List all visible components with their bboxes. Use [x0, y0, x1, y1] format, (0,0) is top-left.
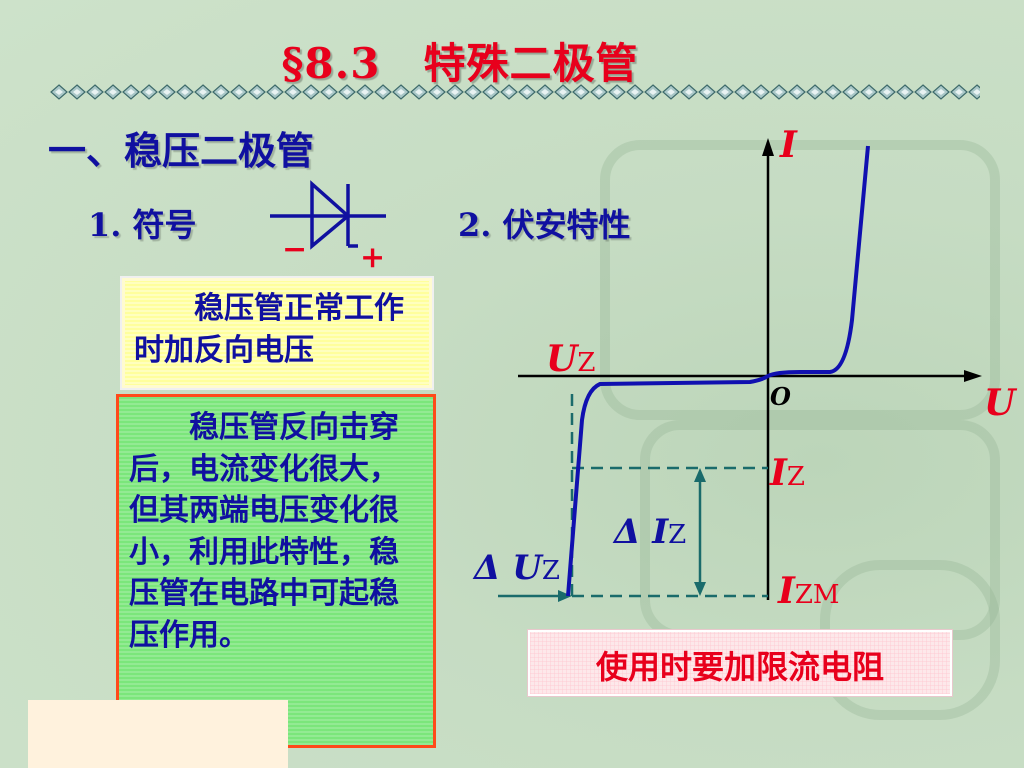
symbol-label: 1. 符号 — [88, 206, 197, 244]
note-current-limit-resistor: 使用时要加限流电阻 — [528, 630, 952, 696]
zener-voltage-label: UZ — [546, 338, 595, 380]
decorative-bar — [28, 700, 288, 768]
note-reverse-voltage-text: 稳压管正常工作时加反向电压 — [134, 291, 404, 368]
delta-voltage-symbol: Δ U — [474, 548, 542, 588]
slide-title: §8.3 特殊二极管 — [281, 39, 639, 88]
plus-terminal: + — [360, 240, 386, 275]
delta-current-label: Δ IZ — [614, 512, 686, 552]
decorative-divider — [50, 84, 980, 100]
zener-current-symbol: I — [770, 452, 787, 494]
background-decoration — [600, 140, 1000, 420]
note-breakdown: 稳压管反向击穿后，电流变化很大，但其两端电压变化很小，利用此特性，稳压管在电路中… — [116, 394, 436, 748]
delta-current-symbol: Δ I — [614, 512, 669, 552]
zener-current-subscript: Z — [786, 462, 805, 492]
characteristic-label: 2. 伏安特性 — [458, 206, 631, 244]
current-axis-label: I — [780, 124, 797, 166]
delta-voltage-subscript: Z — [541, 556, 560, 586]
max-zener-current-label: IZM — [778, 570, 840, 612]
note-breakdown-text: 稳压管反向击穿后，电流变化很大，但其两端电压变化很小，利用此特性，稳压管在电路中… — [129, 410, 399, 653]
zener-voltage-subscript: Z — [577, 348, 596, 378]
delta-current-subscript: Z — [668, 520, 687, 550]
max-zener-current-subscript: ZM — [794, 580, 840, 610]
note-reverse-voltage: 稳压管正常工作时加反向电压 — [120, 276, 434, 390]
zener-current-label: IZ — [770, 452, 805, 494]
section-heading: 一、稳压二极管 — [48, 128, 315, 173]
max-zener-current-symbol: I — [778, 570, 795, 612]
note-current-limit-resistor-text: 使用时要加限流电阻 — [595, 648, 884, 686]
voltage-axis-label: U — [984, 382, 1016, 424]
zener-voltage-symbol: U — [546, 338, 578, 380]
minus-terminal: − — [282, 232, 308, 267]
origin-label: O — [770, 382, 791, 411]
delta-voltage-label: Δ UZ — [474, 548, 560, 588]
